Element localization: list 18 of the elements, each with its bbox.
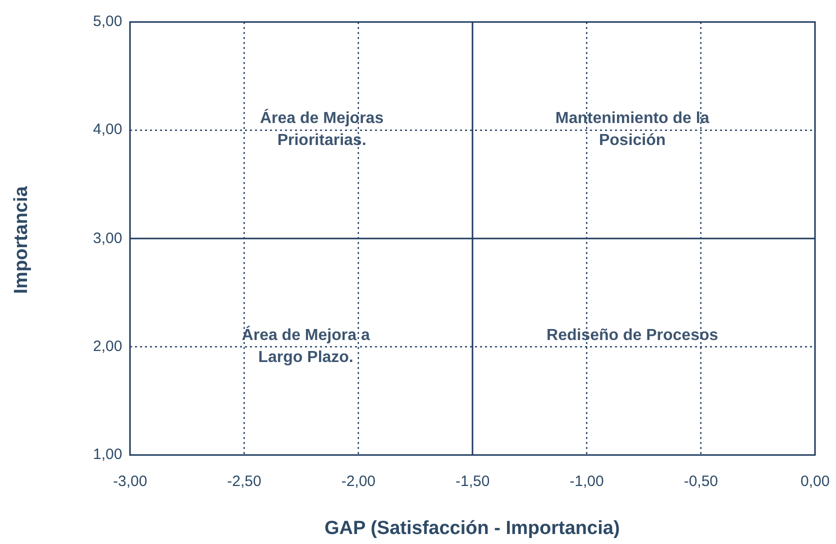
tick-label: 2,00 <box>93 338 122 355</box>
quadrant-label: Área de Mejoras Prioritarias. <box>258 108 385 152</box>
tick-label: 3,00 <box>93 230 122 246</box>
tick-label: -1,00 <box>570 473 604 490</box>
axis-title: GAP (Satisfacción - Importancia) <box>324 518 620 540</box>
quadrant-label: Rediseño de Procesos <box>546 326 720 346</box>
quadrant-label: Mantenimiento de la Posición <box>554 109 710 152</box>
tick-label: 4,00 <box>93 121 122 138</box>
tick-label: -3,00 <box>113 473 148 490</box>
tick-label: -1,50 <box>456 473 490 490</box>
tick-label: -0,50 <box>684 473 718 490</box>
tick-label: 1,00 <box>93 446 122 463</box>
tick-label: 0,00 <box>800 473 830 490</box>
tick-label: -2,50 <box>227 473 262 490</box>
tick-label: 5,00 <box>93 13 122 30</box>
quadrant-label: Área de Mejora a Largo Plazo. <box>240 324 371 368</box>
axis-title: Importancia <box>10 186 33 294</box>
tick-label: -2,00 <box>341 473 376 490</box>
